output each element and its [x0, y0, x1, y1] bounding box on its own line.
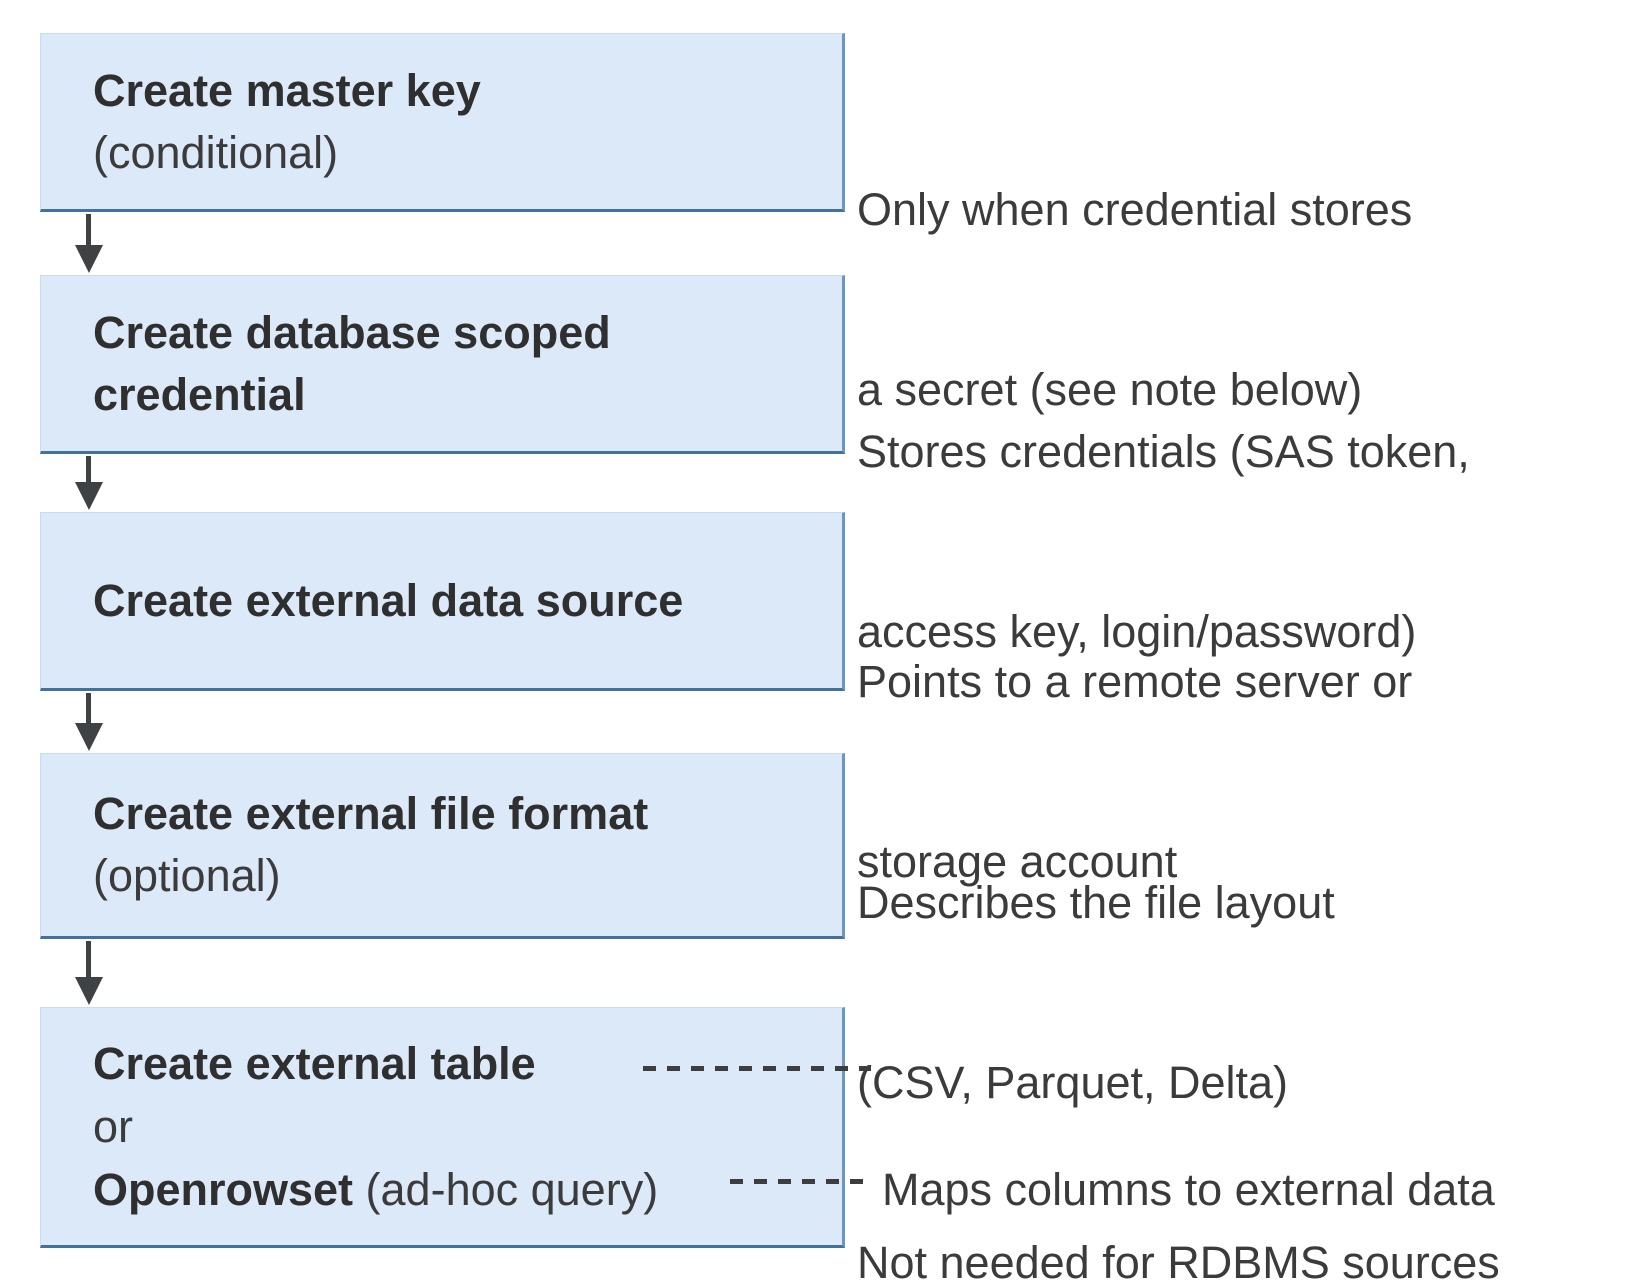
description-line: Query files without a table: [882, 1272, 1400, 1284]
description-line: storage account: [857, 836, 1178, 887]
step-description-file-format: Describes the file layout (CSV, Parquet,…: [857, 753, 1500, 1284]
step-title: Create external file format: [93, 788, 649, 839]
description-line: Only when credential stores: [857, 184, 1413, 235]
step-box-create-external-table-or-openrowset: Create external table or Openrowset (ad-…: [40, 1007, 845, 1248]
dashed-connector-openrowset: [730, 1179, 871, 1184]
flow-arrow-down-icon: [86, 693, 91, 723]
description-line: (CSV, Parquet, Delta): [857, 1057, 1289, 1108]
step-qualifier: (optional): [93, 850, 281, 901]
step-alt-title-line: Openrowset (ad-hoc query): [93, 1158, 842, 1221]
step-title: Create external table: [93, 1038, 536, 1089]
step-box-create-database-scoped-credential: Create database scoped credential: [40, 275, 845, 454]
step-description-external-table: Maps columns to external data: [882, 1040, 1495, 1284]
step-box-create-master-key: Create master key (conditional): [40, 33, 845, 212]
step-description-data-source: Points to a remote server or storage acc…: [857, 532, 1412, 1012]
description-line: access key, login/password): [857, 606, 1417, 657]
step-connector-word: or: [93, 1101, 134, 1152]
step-description-scoped-credential: Stores credentials (SAS token, access ke…: [857, 302, 1470, 782]
step-title: Create master key: [93, 64, 481, 116]
flow-arrow-down-icon: [86, 214, 91, 245]
description-line: a secret (see note below): [857, 364, 1363, 415]
step-description-master-key: Only when credential stores a secret (se…: [857, 60, 1412, 540]
step-box-create-external-data-source: Create external data source: [40, 512, 845, 691]
dashed-connector-external-table: [643, 1066, 871, 1071]
flow-arrow-down-icon: [86, 941, 91, 977]
description-line: Maps columns to external data: [882, 1164, 1495, 1215]
description-line: Stores credentials (SAS token,: [857, 426, 1470, 477]
step-title-line: Create database scoped: [93, 306, 611, 358]
description-line: Describes the file layout: [857, 877, 1335, 928]
step-qualifier: (conditional): [93, 126, 339, 178]
description-line: Points to a remote server or: [857, 656, 1413, 707]
step-alt-title: Openrowset: [93, 1164, 354, 1215]
step-box-create-external-file-format: Create external file format (optional): [40, 753, 845, 939]
step-description-openrowset: Query files without a table: [882, 1152, 1400, 1284]
description-line: Not needed for RDBMS sources: [857, 1237, 1500, 1284]
step-title: Create external data source: [93, 574, 684, 626]
step-title-line: credential: [93, 368, 306, 420]
flow-arrow-down-icon: [86, 456, 91, 482]
step-alt-qualifier: (ad-hoc query): [353, 1164, 659, 1215]
